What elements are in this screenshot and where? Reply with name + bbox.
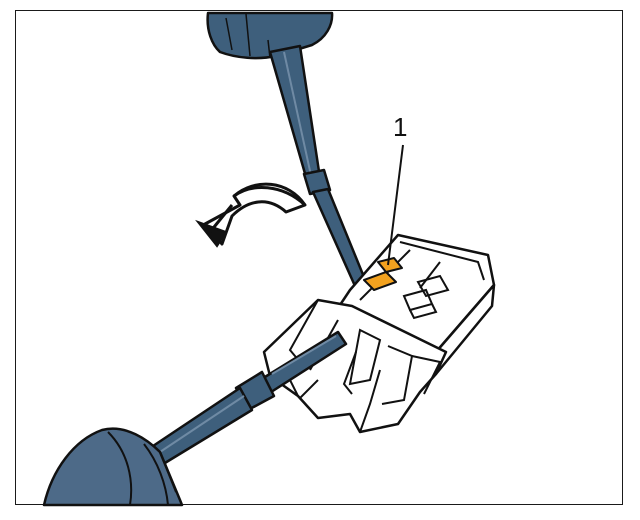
upper-screwdriver <box>206 11 368 288</box>
illustration-frame <box>15 10 623 505</box>
callout-label-1: 1 <box>393 112 408 142</box>
rotation-arrow-icon <box>195 182 307 248</box>
upper-screwdriver-shaft <box>311 187 368 288</box>
locking-tab <box>363 257 403 291</box>
connector-housing <box>262 233 496 434</box>
callout-leader-line <box>387 144 404 266</box>
upper-screwdriver-collar <box>268 44 322 186</box>
lower-screwdriver <box>42 330 348 507</box>
